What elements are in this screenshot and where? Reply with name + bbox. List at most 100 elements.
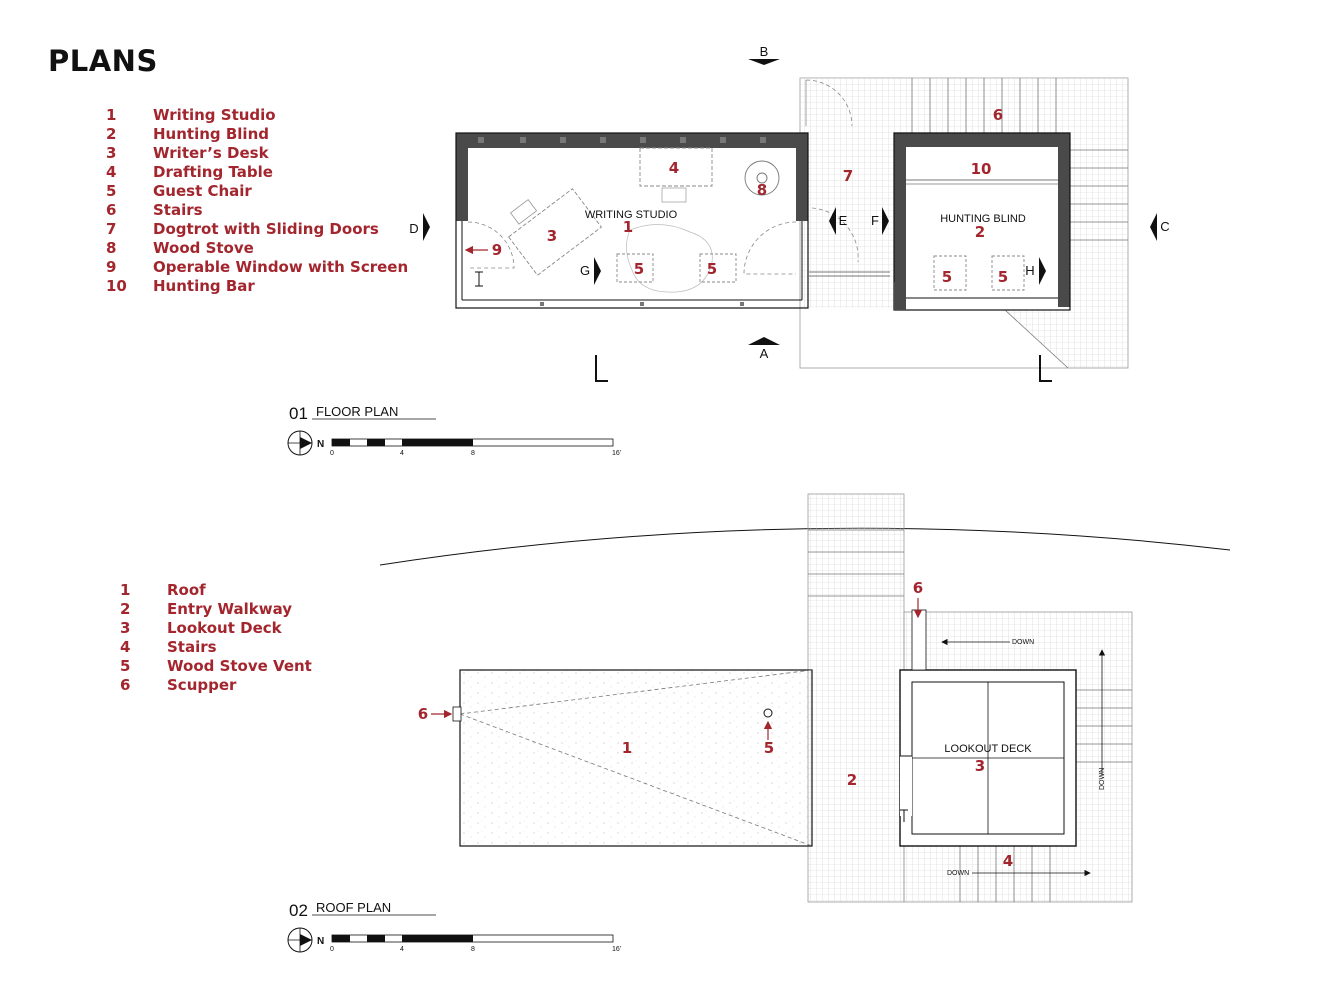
legend-number: 6 [106,201,117,219]
callout-3: 3 [547,227,557,245]
legend-number: 1 [120,581,131,599]
svg-text:B: B [760,44,769,59]
legend-number: 3 [120,619,131,637]
legend-label: Writer’s Desk [153,144,269,162]
legend-label: Writing Studio [153,106,276,124]
section-marker-d: D [409,213,430,241]
legend-number: 3 [106,144,117,162]
legend-number: 4 [120,638,131,656]
plan-number: 01 [289,404,308,423]
legend-number: 9 [106,258,117,276]
page-title: PLANS [48,44,158,78]
scale-tick: 4 [400,450,404,457]
scale-bar: N 0 4 8 16' [287,430,621,457]
callout-1: 1 [622,739,632,757]
callout-7: 7 [843,167,853,185]
plan-number: 02 [289,901,308,920]
legend-number: 10 [106,277,127,295]
guest-chair [991,255,1025,291]
roof [459,669,813,847]
stove-vent [763,708,773,718]
studio-walls [455,132,809,309]
down-label: DOWN [947,870,969,877]
svg-text:A: A [760,346,769,361]
floor-plan-legend: 1 Writing Studio 2 Hunting Blind 3 Writer’s… [106,106,426,296]
scupper [452,706,462,722]
rug [626,224,713,293]
legend-label: Roof [167,581,206,599]
entry-walkway [807,493,905,903]
scale-tick: 16' [612,450,621,457]
callout-5: 5 [998,268,1008,286]
section-marker-b: B [748,44,780,65]
section-marker-f: F [871,207,889,235]
plan-title: ROOF PLAN [316,900,391,915]
drafting-stool [661,187,687,203]
blind-walls [893,132,1071,311]
legend-label: Hunting Blind [153,125,269,143]
svg-text:E: E [839,213,848,228]
legend-number: 5 [120,657,131,675]
section-marker-h: H [1025,257,1046,285]
section-marker-c: C [1150,213,1170,241]
legend-label: Scupper [167,676,237,694]
legend-label: Lookout Deck [167,619,282,637]
guest-chair [699,253,737,283]
guest-chair [933,255,967,291]
deck-label: LOOKOUT DECK [944,743,1032,755]
floor-plan: WRITING STUDIO HUNTING BLIND 1 2 3 4 5 5… [289,44,1170,423]
legend-label: Drafting Table [153,163,273,181]
down-label: DOWN [1012,639,1034,646]
legend-label: Operable Window with Screen [153,258,409,276]
site-arc [379,527,1231,566]
callout-2: 2 [847,771,857,789]
legend-label: Wood Stove [153,239,254,257]
stair-treads [911,78,1128,369]
svg-text:F: F [871,213,879,228]
callout-6: 6 [913,579,923,597]
scale-tick: 4 [400,946,404,953]
section-marker-g: G [580,257,601,285]
legend-number: 2 [106,125,117,143]
legend-label: Stairs [167,638,217,656]
plan-title: FLOOR PLAN [316,404,398,419]
dogtrot-floor [800,78,896,308]
svg-text:H: H [1025,263,1034,278]
down-label: DOWN [1099,768,1106,790]
scale-tick: 0 [330,450,334,457]
legend-number: 2 [120,600,131,618]
scale-tick: 16' [612,946,621,953]
callout-1: 1 [623,218,633,236]
callout-2: 2 [975,223,985,241]
callout-8: 8 [757,181,767,199]
legend-number: 7 [106,220,117,238]
callout-5: 5 [707,260,717,278]
callout-5: 5 [634,260,644,278]
guest-chair [616,253,654,283]
legend-number: 5 [106,182,117,200]
legend-number: 1 [106,106,117,124]
scale-tick: 0 [330,946,334,953]
legend-label: Wood Stove Vent [167,657,312,675]
roof-plan: LOOKOUT DECK DOWN DOWN DOWN 1 2 3 4 5 6 … [289,493,1231,920]
callout-10: 10 [971,160,992,178]
legend-label: Hunting Bar [153,277,255,295]
wood-stove [744,160,780,196]
north-label: N [317,439,324,450]
section-marker-a: A [748,337,780,361]
legend-label: Dogtrot with Sliding Doors [153,220,379,238]
drafting-table [639,147,713,187]
callout-5: 5 [942,268,952,286]
room-label-hunting-blind: HUNTING BLIND [940,213,1026,225]
legend-number: 4 [106,163,117,181]
room-label-writing-studio: WRITING STUDIO [585,209,678,221]
callout-4: 4 [1003,852,1013,870]
scale-tick: 8 [471,450,475,457]
callout-9: 9 [492,241,502,259]
legend-number: 8 [106,239,117,257]
legend-label: Stairs [153,201,203,219]
scale-bar: N 0 4 8 16' [287,927,621,953]
legend-label: Guest Chair [153,182,252,200]
